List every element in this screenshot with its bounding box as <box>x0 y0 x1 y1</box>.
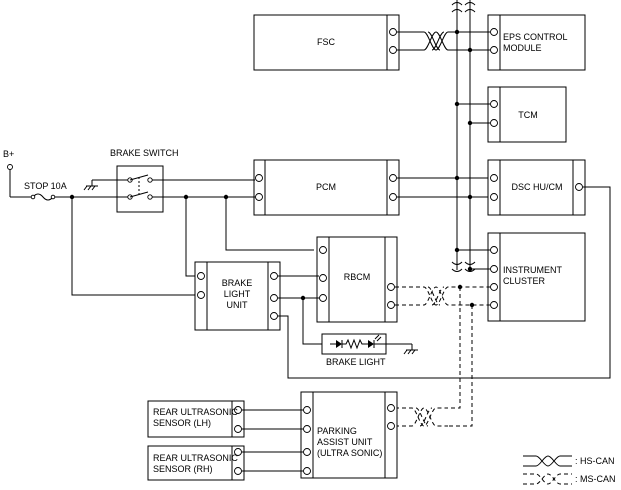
cluster-label-1: INSTRUMENT <box>503 265 562 275</box>
legend-ms-can-label: : MS-CAN <box>575 474 616 484</box>
dsc-module: DSC HU/CM <box>487 159 586 216</box>
brake-light-label: BRAKE LIGHT <box>326 357 386 367</box>
tcm-label: TCM <box>518 110 538 120</box>
power-supply: B+ STOP 10A <box>3 149 196 296</box>
rbcm-module: RBCM <box>316 236 398 323</box>
dsc-label: DSC HU/CM <box>512 182 563 192</box>
eps-label-2: MODULE <box>503 43 542 53</box>
legend-hs-can-label: : HS-CAN <box>575 456 615 466</box>
blu-label-3: UNIT <box>227 300 248 310</box>
sensor-rh-label-2: SENSOR (RH) <box>153 464 213 474</box>
parking-label-3: (ULTRA SONIC) <box>317 448 382 458</box>
fsc-can-wires <box>397 29 473 53</box>
blu-label-2: LIGHT <box>224 289 251 299</box>
tcm-module: TCM <box>454 86 567 143</box>
parking-assist-unit: PARKING ASSIST UNIT (ULTRA SONIC) <box>300 391 398 479</box>
pcm-module: PCM <box>253 159 490 216</box>
brake-light-unit: BRAKE LIGHT UNIT <box>194 186 611 379</box>
parking-label-2: ASSIST UNIT <box>317 437 373 447</box>
sensor-lh-label-2: SENSOR (LH) <box>153 418 211 428</box>
fsc-module: FSC <box>253 14 400 71</box>
eps-label-1: EPS CONTROL <box>503 32 568 42</box>
brake-light: BRAKE LIGHT <box>321 333 418 367</box>
battery-label: B+ <box>3 149 14 159</box>
pcm-label: PCM <box>316 182 336 192</box>
parking-label-1: PARKING <box>317 426 357 436</box>
fuse-label: STOP 10A <box>24 181 67 191</box>
rear-ultrasonic-sensor-lh: REAR ULTRASONIC SENSOR (LH) <box>147 400 303 438</box>
brake-switch-label: BRAKE SWITCH <box>110 148 179 158</box>
instrument-cluster: INSTRUMENT CLUSTER <box>454 232 586 322</box>
cluster-label-2: CLUSTER <box>503 276 546 286</box>
brake-switch: BRAKE SWITCH <box>83 148 314 277</box>
sensor-lh-label-1: REAR ULTRASONIC <box>153 407 238 417</box>
rbcm-label: RBCM <box>344 272 371 282</box>
hs-can-bus <box>451 0 476 272</box>
legend-hs-can: : HS-CAN <box>523 455 615 467</box>
legend-ms-can: : MS-CAN <box>523 473 616 485</box>
blu-label-1: BRAKE <box>222 278 253 288</box>
ms-can-bus <box>395 284 490 427</box>
eps-control-module: EPS CONTROL MODULE <box>457 14 586 71</box>
legend: : HS-CAN : MS-CAN <box>523 455 616 485</box>
sensor-rh-label-1: REAR ULTRASONIC <box>153 453 238 463</box>
rear-ultrasonic-sensor-rh: REAR ULTRASONIC SENSOR (RH) <box>147 445 303 481</box>
fsc-label: FSC <box>317 37 336 47</box>
